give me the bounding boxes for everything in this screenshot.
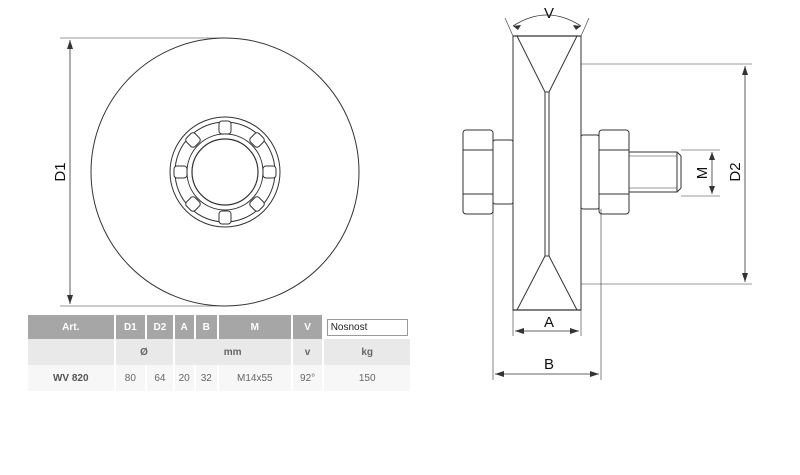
header-a: A (173, 315, 196, 339)
b-label: B (544, 356, 554, 373)
cell-b: 32 (194, 365, 219, 391)
cell-d2: 64 (146, 365, 175, 391)
table-row: WV 820 80 64 20 32 M14x55 92° 150 (28, 365, 410, 391)
header-b: B (194, 315, 219, 339)
cell-d1: 80 (114, 365, 148, 391)
header-v: V (291, 315, 325, 339)
spec-table: Art. D1 D2 A B M V Nosnost Ø mm v kg WV … (28, 315, 410, 391)
outer-rim (90, 37, 360, 307)
unit-load: kg (323, 339, 410, 365)
cell-load: 150 (323, 365, 410, 391)
header-capacity: Nosnost (323, 315, 410, 339)
d1-label: D1 (52, 162, 69, 181)
cell-art: WV 820 (28, 365, 116, 391)
cell-a: 20 (173, 365, 196, 391)
side-view (462, 14, 752, 380)
unit-angle: v (291, 339, 325, 365)
unit-diameter: Ø (114, 339, 175, 365)
header-d2: D2 (146, 315, 175, 339)
a-label: A (544, 314, 554, 331)
threaded-stud (628, 151, 678, 193)
left-nut (462, 129, 494, 215)
front-view (60, 37, 360, 307)
header-art: Art. (28, 315, 116, 339)
capacity-label: Nosnost (326, 318, 408, 336)
header-d1: D1 (114, 315, 148, 339)
table-units-row: Ø mm v kg (28, 339, 410, 365)
bearing-inner-ring (186, 133, 264, 211)
header-m: M (217, 315, 293, 339)
bearing-housing (169, 116, 281, 228)
m-label: M (694, 167, 711, 180)
bore (191, 138, 259, 206)
table-header-row: Art. D1 D2 A B M V Nosnost (28, 315, 410, 339)
right-nut (598, 129, 630, 215)
d2-label: D2 (727, 162, 744, 181)
v-label: V (544, 5, 554, 22)
wheel-profile (512, 35, 582, 311)
cell-m: M14x55 (217, 365, 293, 391)
unit-length: mm (173, 339, 293, 365)
bearing-balls (173, 120, 277, 225)
v-angle-arc (512, 14, 582, 27)
cell-v: 92° (291, 365, 325, 391)
